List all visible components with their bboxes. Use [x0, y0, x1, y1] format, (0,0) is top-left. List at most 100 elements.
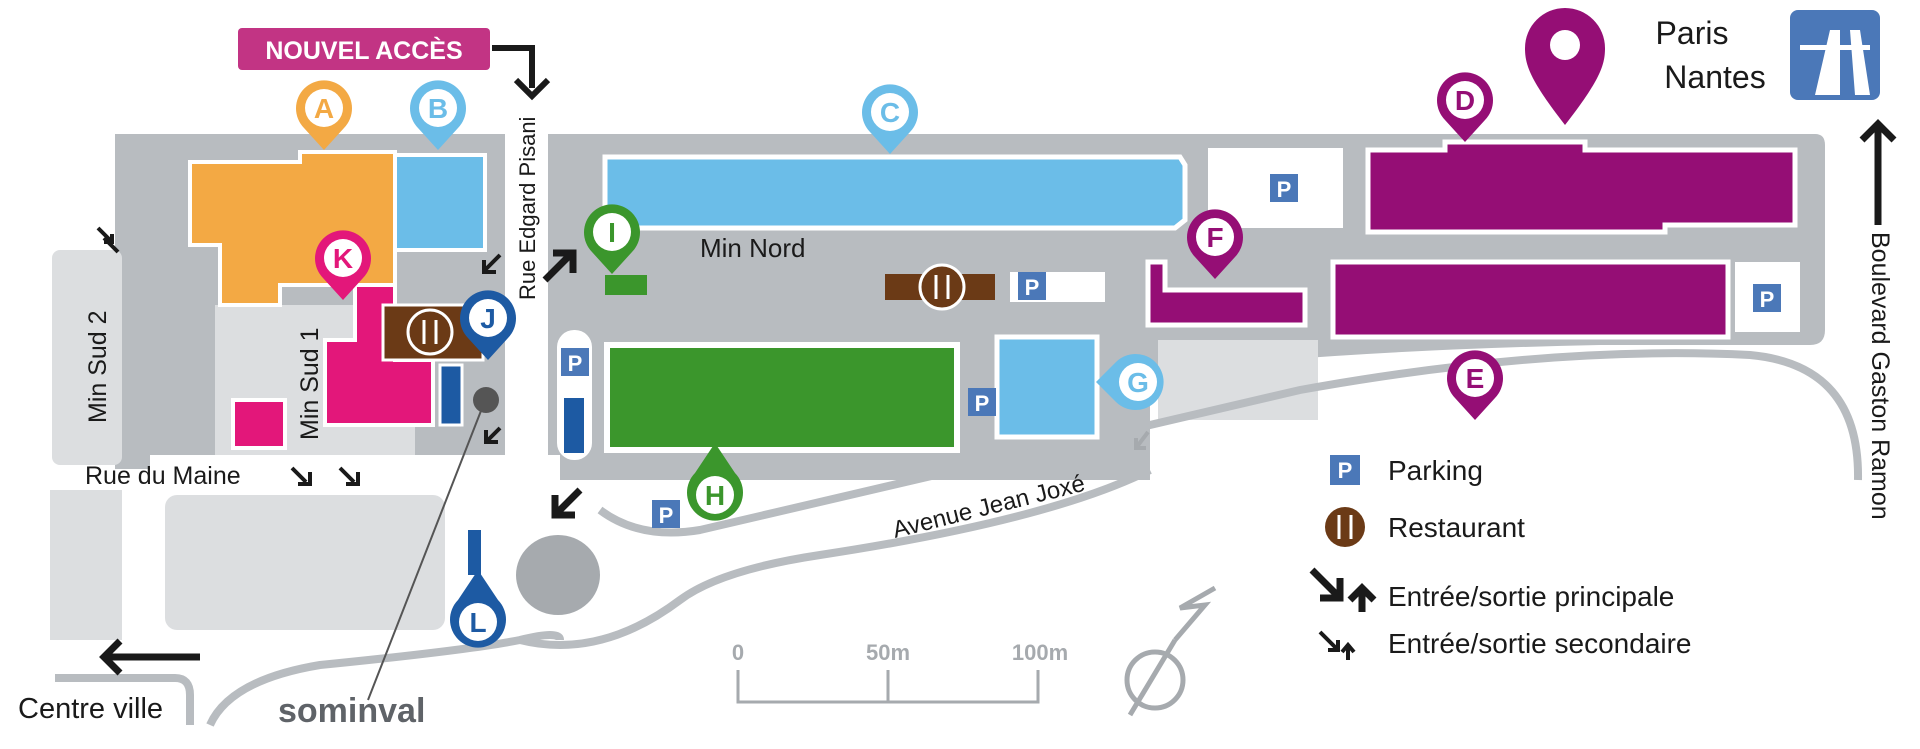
- legend-parking-symbol: P: [1338, 458, 1353, 483]
- scale-label-100: 100m: [1012, 640, 1068, 665]
- building-c: [602, 154, 1188, 231]
- parking-sign-label: P: [659, 503, 674, 528]
- marker-k: K: [314, 230, 371, 300]
- marker-letter: C: [880, 97, 900, 128]
- label-min-nord: Min Nord: [700, 233, 805, 263]
- building-h: [604, 342, 960, 453]
- avenue-jean-joxe: [597, 349, 1863, 537]
- min-sud-2-area: [52, 250, 122, 465]
- entry-secondary-icon-2: [482, 253, 502, 274]
- label-min-sud-2: Min Sud 2: [84, 310, 112, 423]
- building-e: [1330, 259, 1731, 340]
- restaurant-icons: [406, 263, 966, 356]
- label-rue-du-maine: Rue du Maine: [85, 462, 241, 490]
- entry-secondary-icon-4: [338, 466, 360, 486]
- marker-letter: E: [1466, 363, 1485, 394]
- marker-a: A: [296, 80, 353, 150]
- marker-inner-circle: [419, 89, 457, 127]
- parking-icon: P: [1753, 284, 1781, 312]
- arrow-entry-ne-icon: [542, 249, 577, 283]
- new-access-banner: NOUVEL ACCÈS: [238, 28, 551, 101]
- new-access-label: NOUVEL ACCÈS: [265, 36, 462, 65]
- legend-main-entrance-label: Entrée/sortie principale: [1388, 581, 1674, 612]
- marker-letter: B: [428, 93, 448, 124]
- marker-letter: L: [469, 607, 486, 638]
- arrow-north-icon: [1859, 119, 1897, 225]
- marker-letter: F: [1206, 222, 1223, 253]
- scale-bar: 0 50m 100m: [732, 640, 1068, 704]
- building-l: [468, 530, 481, 575]
- parking-sign-label: P: [975, 391, 990, 416]
- marker-letter: I: [608, 217, 616, 248]
- main-location-pin-icon: [1525, 8, 1605, 125]
- motorway-sign-icon: [1790, 10, 1880, 100]
- parking-sign-label: P: [1025, 275, 1040, 300]
- marker-letter: K: [333, 243, 353, 274]
- label-nantes: Nantes: [1664, 59, 1765, 95]
- marker-letter: J: [480, 303, 496, 334]
- road-rue-du-maine: [150, 455, 560, 485]
- entry-secondary-icon-1: [96, 226, 120, 254]
- label-paris: Paris: [1656, 15, 1729, 51]
- building-b: [393, 153, 487, 252]
- marker-g: G: [1096, 354, 1164, 411]
- scale-label-0: 0: [732, 640, 744, 665]
- parking-icon: P: [652, 500, 680, 528]
- road-centre-ville: [55, 674, 194, 725]
- marker-inner-circle: [593, 213, 631, 251]
- compass-icon: [1124, 585, 1217, 717]
- sominval-point: [473, 387, 499, 413]
- building-k-small: [231, 398, 287, 450]
- entry-secondary-icon-6: [1134, 430, 1150, 450]
- marker-h: H: [687, 443, 744, 521]
- entry-secondary-icon-5: [484, 426, 502, 444]
- legend-restaurant-icon: [1325, 507, 1365, 547]
- legend: P Parking Restaurant Entrée/sortie princ…: [1309, 455, 1692, 660]
- lot-south: [165, 495, 445, 630]
- parking-icon: P: [968, 388, 996, 416]
- parking-sign-label: P: [1760, 287, 1775, 312]
- restaurant-icon: [918, 263, 966, 311]
- secondary-entrances: [96, 226, 1150, 486]
- new-access-badge: [238, 28, 490, 70]
- marker-i: I: [584, 204, 640, 274]
- label-min-sud-1: Min Sud 1: [296, 327, 324, 440]
- parking-sign-label: P: [568, 351, 583, 376]
- marker-letter: H: [705, 480, 725, 511]
- marker-letter: G: [1127, 367, 1149, 398]
- legend-secondary-entrance-icon: [1318, 630, 1356, 660]
- parking-signs: P P P P P P: [561, 174, 1781, 528]
- marker-inner-circle: [1119, 363, 1157, 401]
- marker-letter: A: [314, 93, 334, 124]
- location-markers: A B C D E F G H I J K L: [296, 72, 1504, 648]
- marker-inner-circle: [1456, 359, 1494, 397]
- entry-secondary-icon-3: [290, 466, 312, 486]
- parking-strip-block: [564, 398, 584, 453]
- legend-main-entrance-icon: [1309, 567, 1377, 612]
- sominval-pointer-line: [367, 397, 487, 701]
- legend-parking-label: Parking: [1388, 455, 1483, 486]
- building-i: [605, 275, 647, 295]
- arrow-exit-sw-icon: [551, 487, 583, 519]
- road-centre-ville-south: [206, 631, 564, 727]
- road-south-link: [519, 466, 1152, 649]
- marker-inner-circle: [871, 93, 909, 131]
- parking-icon: P: [561, 348, 589, 376]
- label-boulevard-gaston-ramon: Boulevard Gaston Ramon: [1866, 232, 1894, 520]
- marker-e: E: [1447, 350, 1504, 420]
- marker-l: L: [450, 570, 507, 648]
- marker-inner-circle: [1446, 81, 1484, 119]
- marker-inner-circle: [459, 603, 497, 641]
- marker-d: D: [1437, 72, 1493, 142]
- new-access-arrow-line: [492, 45, 535, 88]
- marker-c: C: [862, 84, 918, 154]
- sominval-logo: sominval: [278, 692, 425, 730]
- roundabout: [516, 535, 600, 615]
- direction-arrows: [99, 119, 1897, 676]
- marker-inner-circle: [305, 89, 343, 127]
- building-f: [1145, 259, 1308, 328]
- marker-b: B: [410, 80, 467, 150]
- lot-southwest: [50, 490, 122, 640]
- parking-icon: P: [1270, 174, 1298, 202]
